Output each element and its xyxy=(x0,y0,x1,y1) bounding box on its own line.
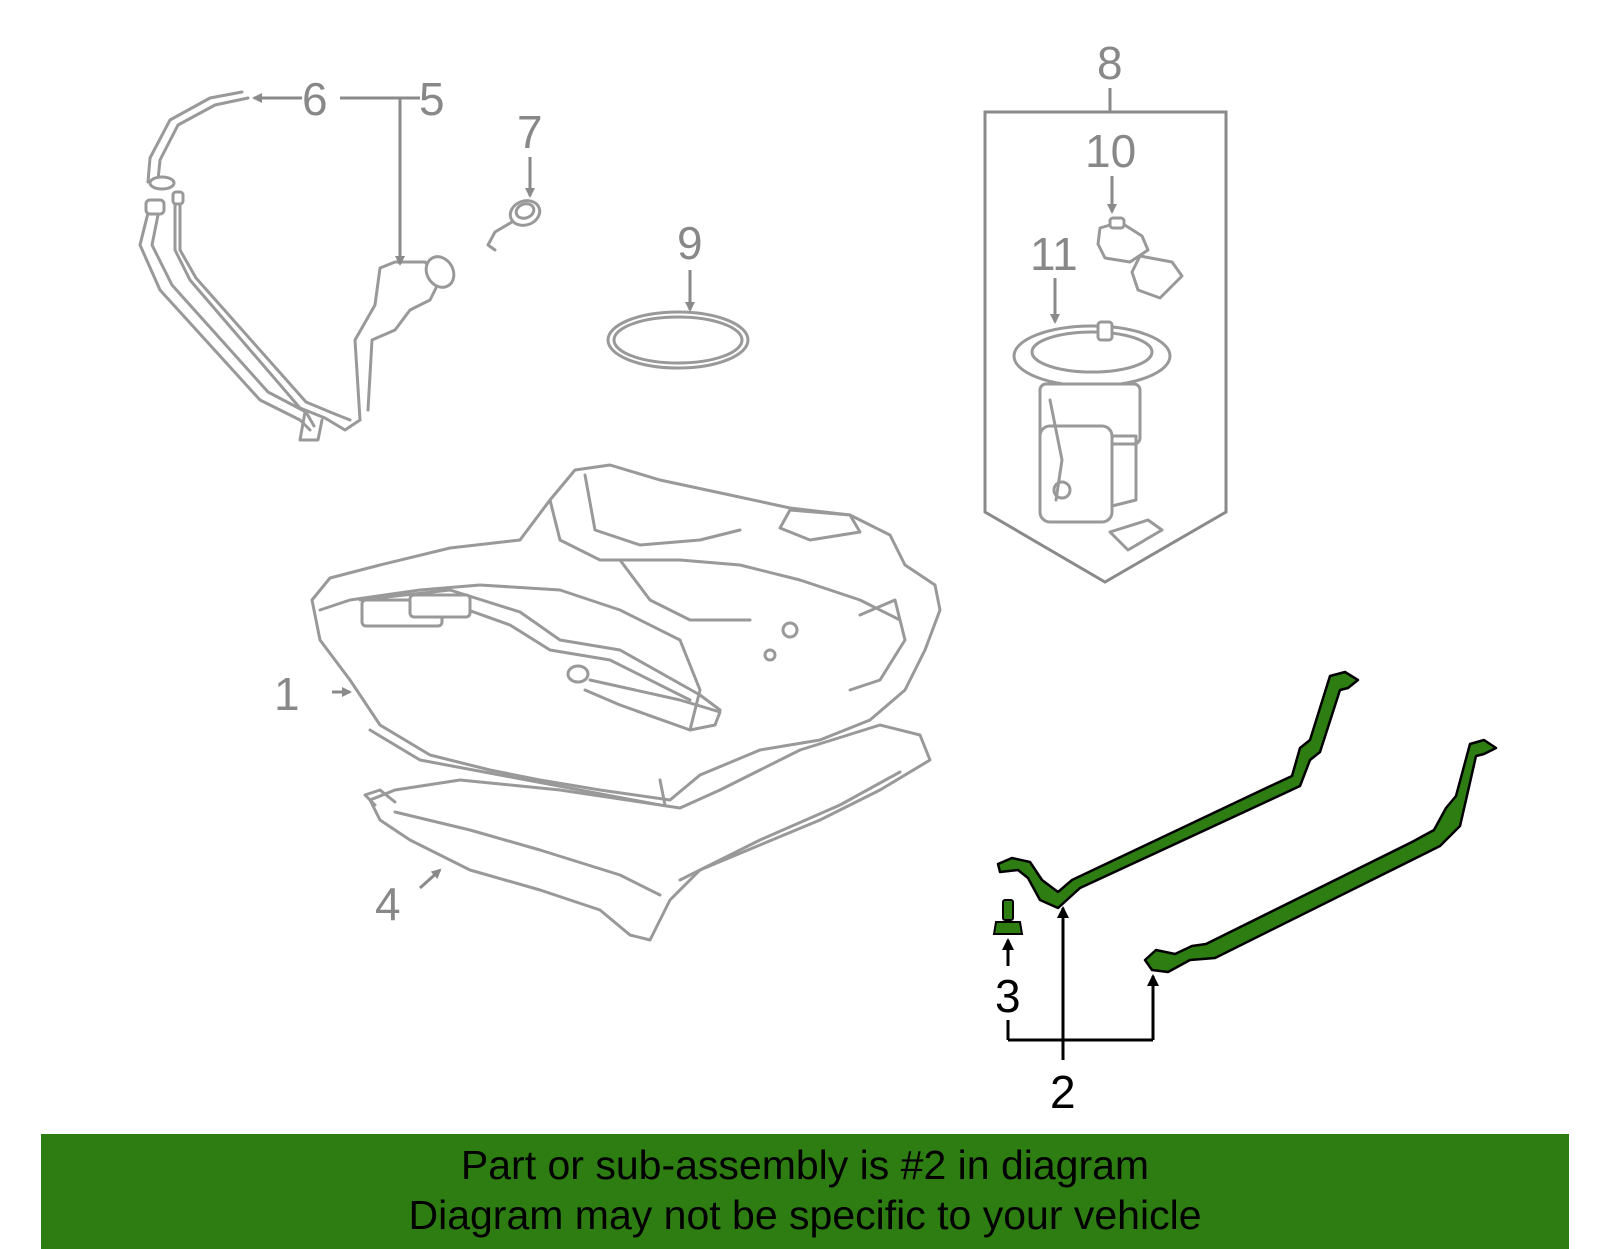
fuel-tank-strap-icon xyxy=(996,670,1360,910)
callout-1: 1 xyxy=(274,668,300,720)
callout-8: 8 xyxy=(1097,37,1123,89)
fuel-pump-module-box xyxy=(983,110,1228,584)
fuel-pump-icon xyxy=(1012,320,1172,552)
callout-4: 4 xyxy=(375,878,401,930)
fuel-tank-strap-icon xyxy=(1143,738,1498,974)
lock-ring-icon xyxy=(606,310,750,370)
filler-pipe-icon xyxy=(138,190,456,442)
callout-7: 7 xyxy=(517,106,543,158)
vent-hose-icon xyxy=(146,90,250,191)
callout-10: 10 xyxy=(1085,125,1136,177)
callout-11: 11 xyxy=(1030,228,1078,280)
callout-9: 9 xyxy=(677,217,703,269)
banner-part-line: Part or sub-assembly is #2 in diagram xyxy=(460,1142,1150,1188)
fuel-cap-icon xyxy=(486,199,542,252)
strap-bolt-icon xyxy=(992,899,1024,935)
callout-6: 6 xyxy=(302,73,328,125)
leader-lines xyxy=(252,88,1159,1060)
banner-disclaimer-line: Diagram may not be specific to your vehi… xyxy=(408,1192,1202,1238)
info-banner: Part or sub-assembly is #2 in diagram Di… xyxy=(41,1134,1569,1249)
pressure-sensor-icon xyxy=(1096,216,1184,300)
callout-3[interactable]: 3 xyxy=(995,970,1021,1022)
fuel-tank-icon xyxy=(310,463,942,832)
heat-shield-icon xyxy=(363,723,932,942)
callout-2[interactable]: 2 xyxy=(1050,1066,1076,1118)
callout-5: 5 xyxy=(419,73,445,125)
